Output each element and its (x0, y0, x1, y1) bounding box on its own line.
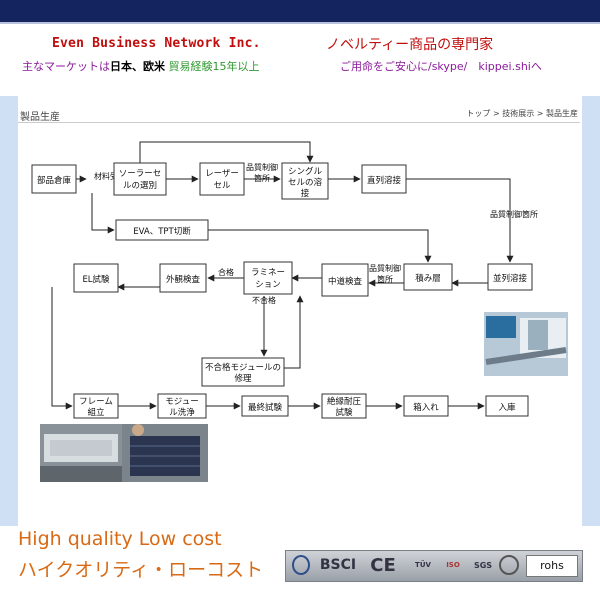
tagline: ノベルティー商品の専門家 (326, 37, 494, 53)
left-border (0, 96, 18, 526)
node-parts-warehouse: 部品倉庫 (31, 164, 77, 194)
company-name: Even Business Network Inc. (52, 36, 261, 51)
svg-text:フレーム: フレーム (79, 397, 113, 407)
label-qc-2: 箇所 (254, 173, 270, 183)
svg-text:ルの選別: ルの選別 (123, 180, 157, 191)
contact-line: ご用命をご安心に/skype/ kippei.shiへ (340, 60, 542, 73)
node-receiving: 材料受領 (94, 171, 126, 181)
factory-photo-left (40, 424, 122, 482)
svg-text:組立: 組立 (87, 407, 105, 418)
node-insulation-test: 絶縁耐圧 試験 (321, 393, 367, 419)
svg-text:並列溶接: 並列溶接 (493, 273, 528, 284)
svg-text:中道検査: 中道検査 (328, 276, 363, 287)
globe-icon (292, 554, 310, 576)
market-line: 主なマーケットは日本、欧米 貿易経験15年以上 (22, 58, 260, 74)
section-title: 製品生産 (20, 112, 60, 123)
svg-text:不合格モジュールの: 不合格モジュールの (205, 362, 281, 373)
svg-text:入庫: 入庫 (498, 402, 516, 413)
svg-text:接: 接 (301, 188, 310, 199)
svg-text:ソーラーセ: ソーラーセ (119, 169, 162, 179)
node-lamination: ラミネー ション (243, 261, 293, 295)
market-experience: 貿易経験15年以上 (168, 60, 260, 73)
svg-text:修理: 修理 (234, 373, 252, 384)
flow-edges (51, 141, 514, 410)
node-el-test: EL試験 (73, 263, 119, 293)
node-visual-inspection: 外観検査 (159, 263, 207, 293)
node-stock-in: 入庫 (485, 395, 529, 417)
node-series-weld: 直列溶接 (361, 164, 407, 194)
ce-mark: CE (370, 554, 396, 576)
svg-text:試験: 試験 (335, 407, 353, 418)
right-border (582, 96, 600, 526)
node-mid-inspection: 中道検査 (321, 263, 369, 297)
svg-text:最終試験: 最終試験 (248, 402, 283, 413)
svg-text:レーザー: レーザー (205, 169, 239, 179)
node-laser-cell: レーザー セル (199, 162, 245, 196)
label-qc-1: 品質制御 (246, 162, 278, 172)
top-stripe (0, 0, 600, 24)
label-pass: 合格 (218, 267, 234, 277)
badge-icon (498, 554, 520, 576)
svg-text:ション: ション (255, 280, 281, 290)
svg-text:直列溶接: 直列溶接 (367, 175, 402, 186)
rohs-badge: rohs (526, 555, 578, 577)
title-divider (18, 122, 580, 123)
label-qc-layup-2: 箇所 (377, 274, 393, 284)
breadcrumb[interactable]: トップ > 技術展示 > 製品生産 (466, 109, 578, 118)
node-repair: 不合格モジュールの 修理 (201, 357, 285, 387)
slogan-english: High quality Low cost (18, 528, 222, 550)
node-layup: 積み層 (403, 263, 453, 291)
svg-text:箱入れ: 箱入れ (413, 402, 439, 413)
node-final-test: 最終試験 (241, 395, 289, 417)
market-regions: 日本、欧米 (110, 60, 165, 73)
label-qc-layup-1: 品質制御 (369, 263, 401, 273)
node-packing: 箱入れ (403, 395, 449, 417)
tuv-logo: TÜV (415, 561, 431, 569)
svg-text:ラミネー: ラミネー (251, 268, 285, 278)
node-eva-cut: EVA、TPT切断 (115, 219, 209, 241)
node-parallel-weld: 並列溶接 (487, 263, 533, 291)
sgs-logo: SGS (473, 560, 493, 570)
node-frame-assembly: フレーム 組立 (73, 393, 119, 419)
svg-text:モジュー: モジュー (165, 397, 198, 407)
svg-text:EL試験: EL試験 (82, 274, 110, 285)
label-qc-right: 品質制御箇所 (490, 209, 538, 219)
factory-photo-right (484, 312, 568, 376)
node-cell-selection: ソーラーセ ルの選別 (113, 162, 167, 196)
svg-text:セルの溶: セルの溶 (288, 177, 323, 188)
market-prefix: 主なマーケットは (22, 60, 110, 73)
node-module-cleaning: モジュー ル洗浄 (157, 393, 207, 419)
svg-text:部品倉庫: 部品倉庫 (37, 175, 72, 186)
svg-text:外観検査: 外観検査 (166, 274, 201, 285)
svg-text:ル洗浄: ル洗浄 (169, 407, 195, 418)
svg-text:積み層: 積み層 (415, 273, 441, 284)
iso-logo: ISO (446, 561, 460, 569)
bsci-logo: BSCI (319, 557, 357, 573)
factory-photo-center (122, 424, 208, 482)
svg-text:セル: セル (213, 181, 231, 191)
svg-text:シングル: シングル (288, 166, 323, 177)
header: Even Business Network Inc. ノベルティー商品の専門家 … (0, 24, 600, 96)
node-single-cell-weld: シングル セルの溶 接 (281, 162, 329, 200)
slogan-japanese: ハイクオリティ・ローコスト (18, 559, 264, 581)
svg-text:絶縁耐圧: 絶縁耐圧 (327, 396, 362, 407)
svg-text:EVA、TPT切断: EVA、TPT切断 (133, 226, 191, 237)
label-fail: 不合格 (252, 295, 276, 305)
